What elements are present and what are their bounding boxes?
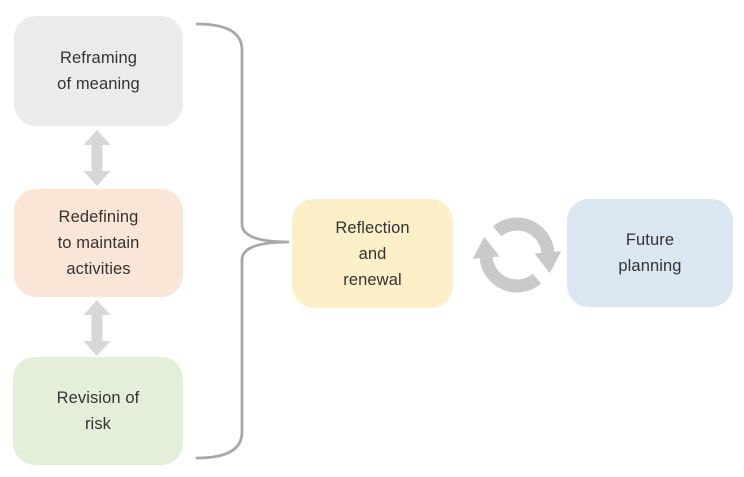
box-redefining-to-maintain-activities: Redefining to maintain activities (14, 189, 183, 297)
box-revision-label: Revision of risk (56, 389, 140, 433)
cycle-bottom-arc (479, 256, 542, 293)
cycle-top-arc (492, 217, 555, 254)
double-arrow-icon-top (83, 130, 111, 186)
box-reflection-and-renewal: Reflection and renewal (292, 199, 453, 308)
double-arrow-icon-bottom (83, 300, 111, 356)
box-redefining-label: Redefining to maintain activities (57, 208, 140, 278)
box-revision-of-risk: Revision of risk (13, 357, 183, 465)
box-reframing-label: Reframing of meaning (57, 49, 140, 93)
box-future-label: Future planning (618, 231, 682, 275)
box-reframing-of-meaning: Reframing of meaning (14, 16, 183, 126)
box-reflection-label: Reflection and renewal (335, 218, 410, 289)
box-future-planning: Future planning (567, 199, 733, 307)
cycle-right-arrowhead (534, 251, 562, 274)
cycle-left-arrowhead (472, 236, 500, 259)
curly-brace-icon (195, 22, 290, 460)
cycle-arrows-icon (472, 217, 562, 293)
